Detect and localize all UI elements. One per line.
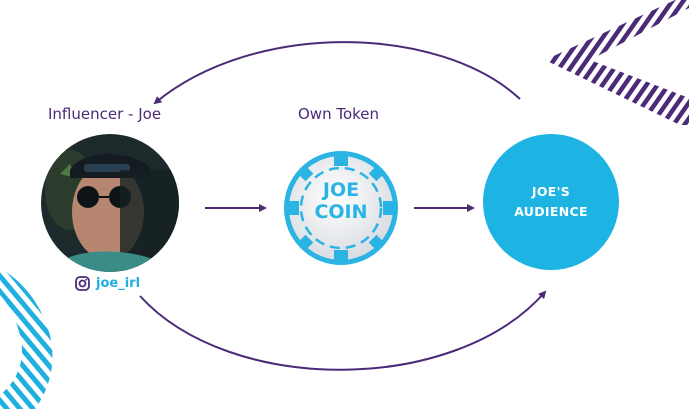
audience-text: JOE'S AUDIENCE: [499, 182, 603, 222]
decorative-stripes-top-right: [545, 0, 689, 125]
instagram-icon: [75, 276, 90, 291]
coin-text: JOE COIN: [303, 179, 379, 223]
influencer-avatar: [41, 134, 179, 272]
audience-line-2: AUDIENCE: [514, 204, 588, 219]
influencer-label: Influencer - Joe: [48, 105, 162, 123]
curved-arrow-top: [153, 41, 521, 105]
decorative-stripes-bottom-left: [0, 268, 53, 409]
coin-line-2: COIN: [314, 201, 368, 223]
audience-circle: [483, 134, 619, 270]
token-label: Own Token: [298, 105, 380, 123]
handle-text: joe_irl: [96, 276, 141, 291]
curved-arrow-bottom: [139, 290, 547, 371]
joe-coin-icon: [284, 151, 398, 265]
coin-line-1: JOE: [322, 179, 360, 201]
instagram-handle[interactable]: joe_irl: [75, 276, 140, 291]
audience-line-1: JOE'S: [531, 184, 571, 199]
